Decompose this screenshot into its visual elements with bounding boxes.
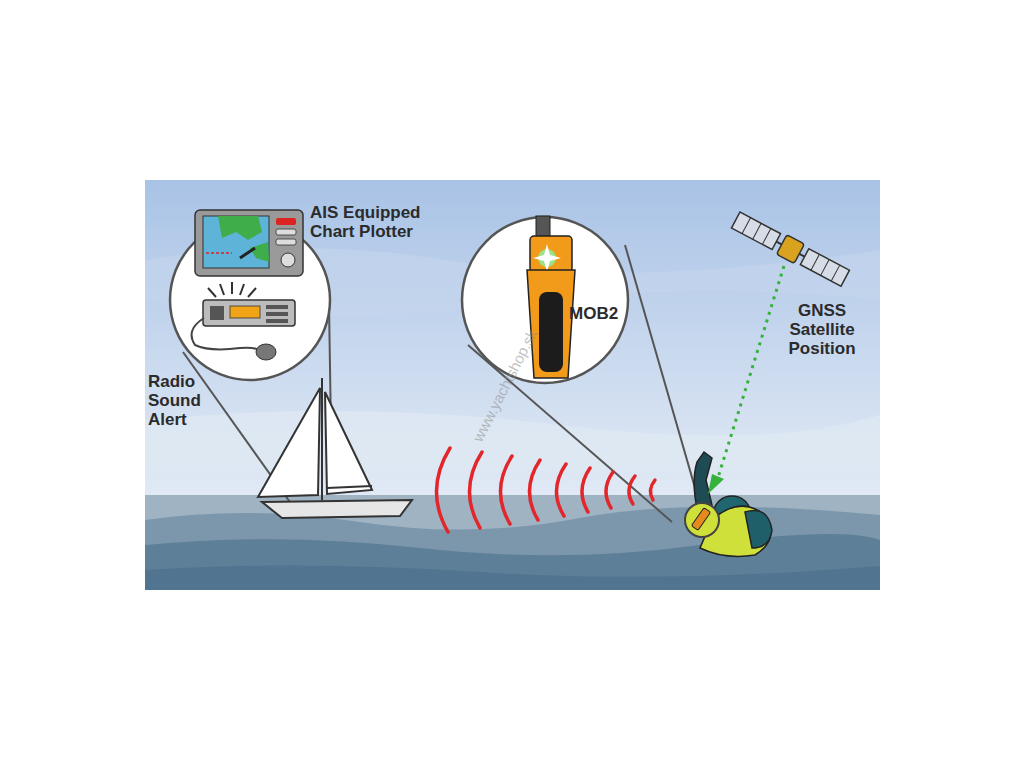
watermark: www.yachtshop.sk: [469, 326, 540, 444]
equipment-circle: AIS Equipped Chart PlotterRadio Sound Al…: [170, 220, 330, 380]
radio-label: Radio Sound Alert: [148, 372, 222, 429]
satellite-label: GNSS Satellite Position: [772, 301, 872, 358]
plotter-label: AIS Equipped Chart Plotter: [310, 203, 460, 241]
device-label: MOB2: [569, 304, 629, 323]
device-circle: MOB2: [462, 217, 628, 383]
